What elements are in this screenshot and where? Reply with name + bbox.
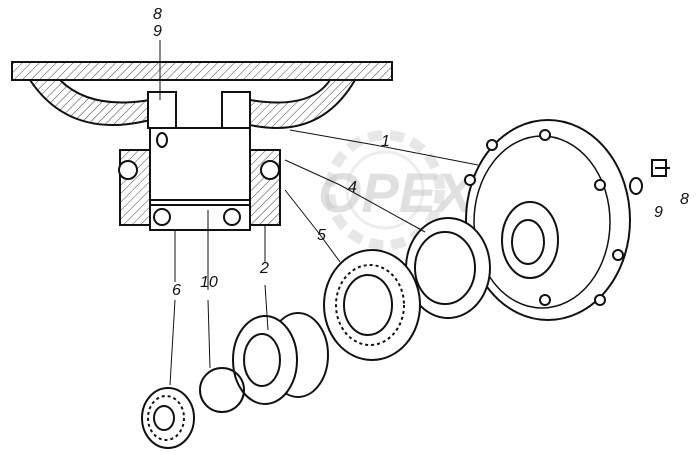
callout-10: 10 <box>200 274 218 291</box>
bolt-right <box>629 159 670 195</box>
circlip <box>199 367 245 413</box>
callout-4: 4 <box>348 179 357 196</box>
roller-bearing <box>323 249 421 361</box>
callout-1: 1 <box>381 133 390 150</box>
callout-9-top: 9 <box>153 23 162 40</box>
leader-lines <box>159 40 479 386</box>
callout-5: 5 <box>317 227 326 244</box>
flange-cover <box>464 119 631 321</box>
sleeve <box>232 312 329 405</box>
callout-8-top: 8 <box>153 6 162 23</box>
watermark-gear <box>325 130 445 250</box>
callout-8-right: 8 <box>680 191 689 208</box>
watermark-text: OPEX <box>318 161 477 224</box>
seal-ring <box>405 217 491 319</box>
ball-bearing <box>141 387 195 449</box>
callout-6: 6 <box>172 282 181 299</box>
housing-section <box>11 61 393 231</box>
callout-2: 2 <box>260 260 269 277</box>
callout-9-right: 9 <box>654 204 663 221</box>
